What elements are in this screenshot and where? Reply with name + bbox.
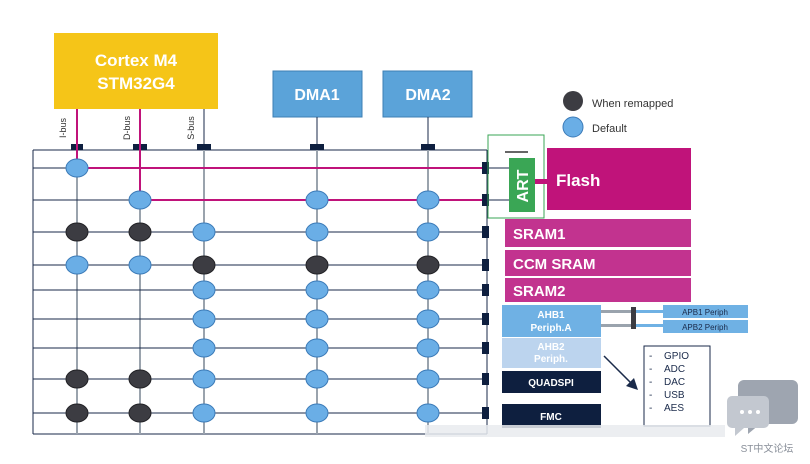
- sram1-label: SRAM1: [513, 226, 566, 243]
- dma1-label: DMA1: [294, 87, 339, 104]
- legend-remapped-dot: [563, 91, 583, 111]
- peripheral-bullet: -: [649, 377, 652, 388]
- fmc-block: [502, 404, 601, 428]
- legend-default-dot: [562, 116, 584, 138]
- node-default: [416, 369, 440, 389]
- apb2-label: APB2 Periph: [682, 323, 728, 332]
- legend-default-label: Default: [592, 123, 627, 135]
- node-default: [305, 190, 329, 210]
- peripheral-item: DAC: [664, 377, 685, 388]
- node-default: [192, 338, 216, 358]
- apb2-block: [663, 320, 748, 333]
- node-default: [192, 280, 216, 300]
- peripheral-arrowhead: [626, 378, 638, 390]
- node-default: [305, 222, 329, 242]
- node-default: [192, 309, 216, 329]
- fmc-label: FMC: [540, 412, 562, 423]
- ahb1-block: [502, 305, 601, 337]
- peripheral-item: USB: [664, 390, 685, 401]
- forum-logo: ST中文论坛: [727, 380, 798, 455]
- node-remapped: [305, 255, 329, 275]
- peripheral-item: ADC: [664, 364, 685, 375]
- peripheral-list: - GPIO - ADC - DAC - USB - AES: [649, 351, 689, 414]
- crosspoint-nodes: [65, 158, 440, 423]
- dma2-label: DMA2: [405, 87, 450, 104]
- node-default: [305, 338, 329, 358]
- peripheral-bullet: -: [649, 364, 652, 375]
- ccm-sram-block: [505, 250, 691, 276]
- watermark-band: [425, 425, 725, 437]
- node-default: [65, 158, 89, 178]
- bus-label-i: I-bus: [58, 117, 68, 138]
- ahb2-label-line1: AHB2: [537, 342, 565, 353]
- node-remapped: [65, 403, 89, 423]
- sram1-block: [505, 219, 691, 247]
- flash-block: [547, 148, 691, 210]
- vertical-bus-lines: [76, 150, 429, 434]
- node-default: [128, 255, 152, 275]
- node-default: [416, 338, 440, 358]
- cpu-block: [54, 33, 218, 109]
- node-default: [416, 190, 440, 210]
- ahb2-block: [502, 338, 601, 368]
- peripheral-bullet: -: [649, 351, 652, 362]
- dma1-block: [272, 70, 363, 118]
- node-remapped: [128, 369, 152, 389]
- apb1-label: APB1 Periph: [682, 308, 728, 317]
- bus-label-s: S-bus: [186, 116, 196, 140]
- dma-bus-lines: [316, 117, 429, 144]
- flash-paths: [76, 109, 482, 201]
- quadspi-label: QUADSPI: [528, 378, 574, 389]
- art-block: [509, 158, 535, 212]
- ahb1-label-line2: Periph.A: [530, 323, 571, 334]
- flash-label: Flash: [556, 171, 600, 190]
- node-remapped: [128, 222, 152, 242]
- node-remapped: [65, 222, 89, 242]
- node-default: [305, 369, 329, 389]
- art-frame: [487, 134, 545, 219]
- peripheral-list-box: [643, 345, 711, 427]
- node-default: [416, 309, 440, 329]
- art-links: [489, 167, 509, 201]
- legend-remapped-label: When remapped: [592, 98, 673, 110]
- apb1-block: [663, 305, 748, 318]
- art-flash-link: [535, 179, 547, 184]
- top-connectors: [71, 144, 435, 150]
- node-default: [128, 190, 152, 210]
- node-remapped: [128, 403, 152, 423]
- peripheral-arrow: [603, 355, 634, 386]
- node-default: [305, 309, 329, 329]
- node-default: [192, 403, 216, 423]
- apb-bridges: [601, 307, 663, 329]
- sram2-block: [505, 278, 691, 302]
- node-default: [416, 222, 440, 242]
- cpu-label-line2: STM32G4: [97, 74, 175, 93]
- ahb1-label-line1: AHB1: [537, 310, 565, 321]
- bus-label-d: D-bus: [122, 116, 132, 141]
- peripheral-item: AES: [664, 403, 684, 414]
- node-default: [305, 403, 329, 423]
- node-default: [305, 280, 329, 300]
- peripheral-item: GPIO: [664, 351, 689, 362]
- peripheral-bullet: -: [649, 403, 652, 414]
- node-default: [416, 403, 440, 423]
- node-default: [416, 280, 440, 300]
- right-connectors: [482, 162, 489, 419]
- ahb2-label-line2: Periph.: [534, 354, 568, 365]
- node-remapped: [192, 255, 216, 275]
- quadspi-block: [502, 371, 601, 393]
- node-remapped: [416, 255, 440, 275]
- sram2-label: SRAM2: [513, 283, 566, 300]
- node-default: [192, 369, 216, 389]
- node-remapped: [65, 369, 89, 389]
- forum-watermark-text: ST中文论坛: [741, 442, 794, 455]
- art-label: ART: [515, 169, 532, 202]
- dma2-block: [382, 70, 473, 118]
- ccm-sram-label: CCM SRAM: [513, 256, 596, 273]
- node-default: [192, 222, 216, 242]
- peripheral-bullet: -: [649, 390, 652, 401]
- cpu-label-line1: Cortex M4: [95, 51, 178, 70]
- node-default: [65, 255, 89, 275]
